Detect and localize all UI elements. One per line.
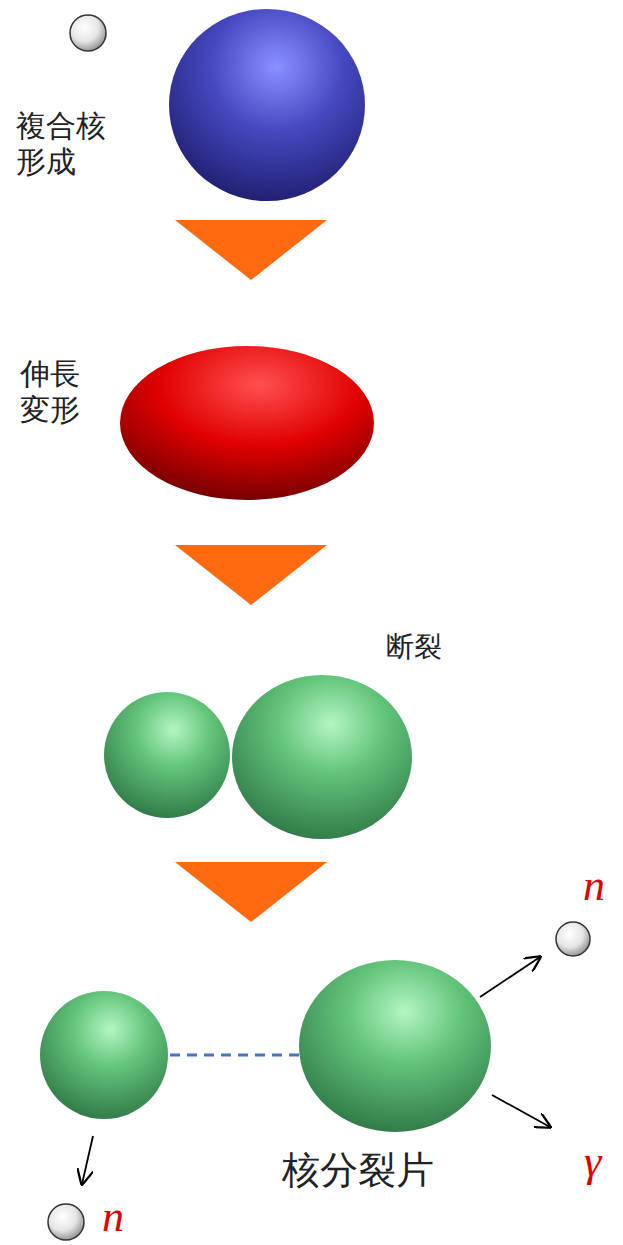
particle-symbol: γ — [584, 1140, 601, 1184]
emission-arrow — [492, 1095, 550, 1127]
step-arrow — [175, 862, 327, 922]
neutron — [556, 922, 590, 956]
light-fragment — [40, 991, 168, 1119]
emission-arrow — [480, 957, 540, 997]
step-arrow — [175, 545, 327, 605]
particle-symbol: n — [102, 1195, 124, 1239]
elongated-nucleus — [120, 346, 374, 500]
compound-nucleus — [169, 9, 365, 201]
neutron — [48, 1204, 84, 1240]
separation-line — [170, 1054, 300, 1057]
stage-label: 伸長 変形 — [20, 356, 89, 428]
neutron — [70, 15, 106, 51]
emission-arrow — [82, 1136, 93, 1184]
stage-label: 複合核 形成 — [16, 108, 115, 180]
part-label: 核分裂片 — [282, 1148, 434, 1194]
particle-symbol: n — [583, 864, 605, 908]
stage-label: 断裂 — [386, 630, 442, 664]
heavy-fragment — [299, 960, 491, 1132]
heavy-fragment — [232, 675, 412, 839]
light-fragment — [104, 692, 230, 818]
step-arrow — [175, 220, 327, 280]
